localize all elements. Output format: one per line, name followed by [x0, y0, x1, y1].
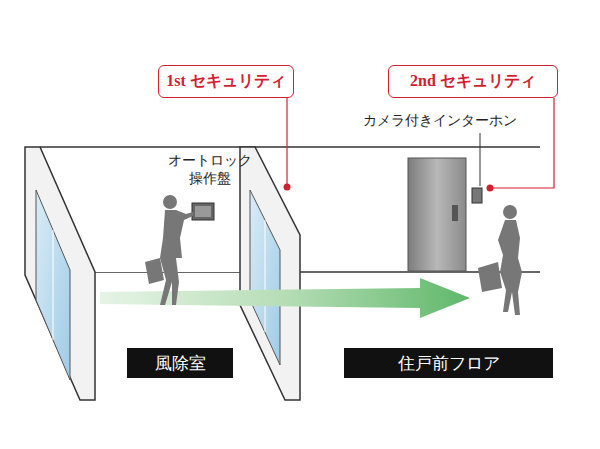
node-text: 風除室 [155, 352, 206, 375]
glass-frame [53, 230, 54, 340]
ceiling-line [40, 146, 540, 148]
middle-wall [240, 147, 300, 400]
door-handle [452, 205, 458, 221]
leader-line [286, 98, 287, 187]
leader-dot [284, 184, 291, 191]
autolock-screen [195, 206, 211, 217]
glass-door [250, 190, 280, 365]
intercom [472, 188, 482, 203]
area-band: 風除室 [127, 348, 233, 378]
panel-label: オートロック 操作盤 [160, 152, 260, 187]
entrance-door [408, 158, 466, 271]
security-box: 2nd セキュリティ [388, 65, 558, 98]
node-text: 住戸前フロア [398, 352, 500, 375]
leader-line [490, 98, 554, 188]
security-box: 1st セキュリティ [158, 65, 294, 98]
autolock-panel [192, 203, 214, 220]
node-text: 2nd セキュリティ [410, 71, 536, 92]
leader-dot [487, 185, 494, 192]
glass-door [36, 190, 70, 380]
leader-line [480, 133, 481, 186]
intercom-label: カメラ付きインターホン [340, 112, 540, 130]
glass-frame [265, 220, 266, 332]
area-band: 住戸前フロア [344, 348, 553, 378]
left-wall [25, 147, 95, 400]
node-text: 1st セキュリティ [166, 71, 286, 92]
woman-silhouette [478, 205, 522, 315]
flow-arrow [100, 278, 470, 318]
woman-silhouette [145, 195, 193, 305]
